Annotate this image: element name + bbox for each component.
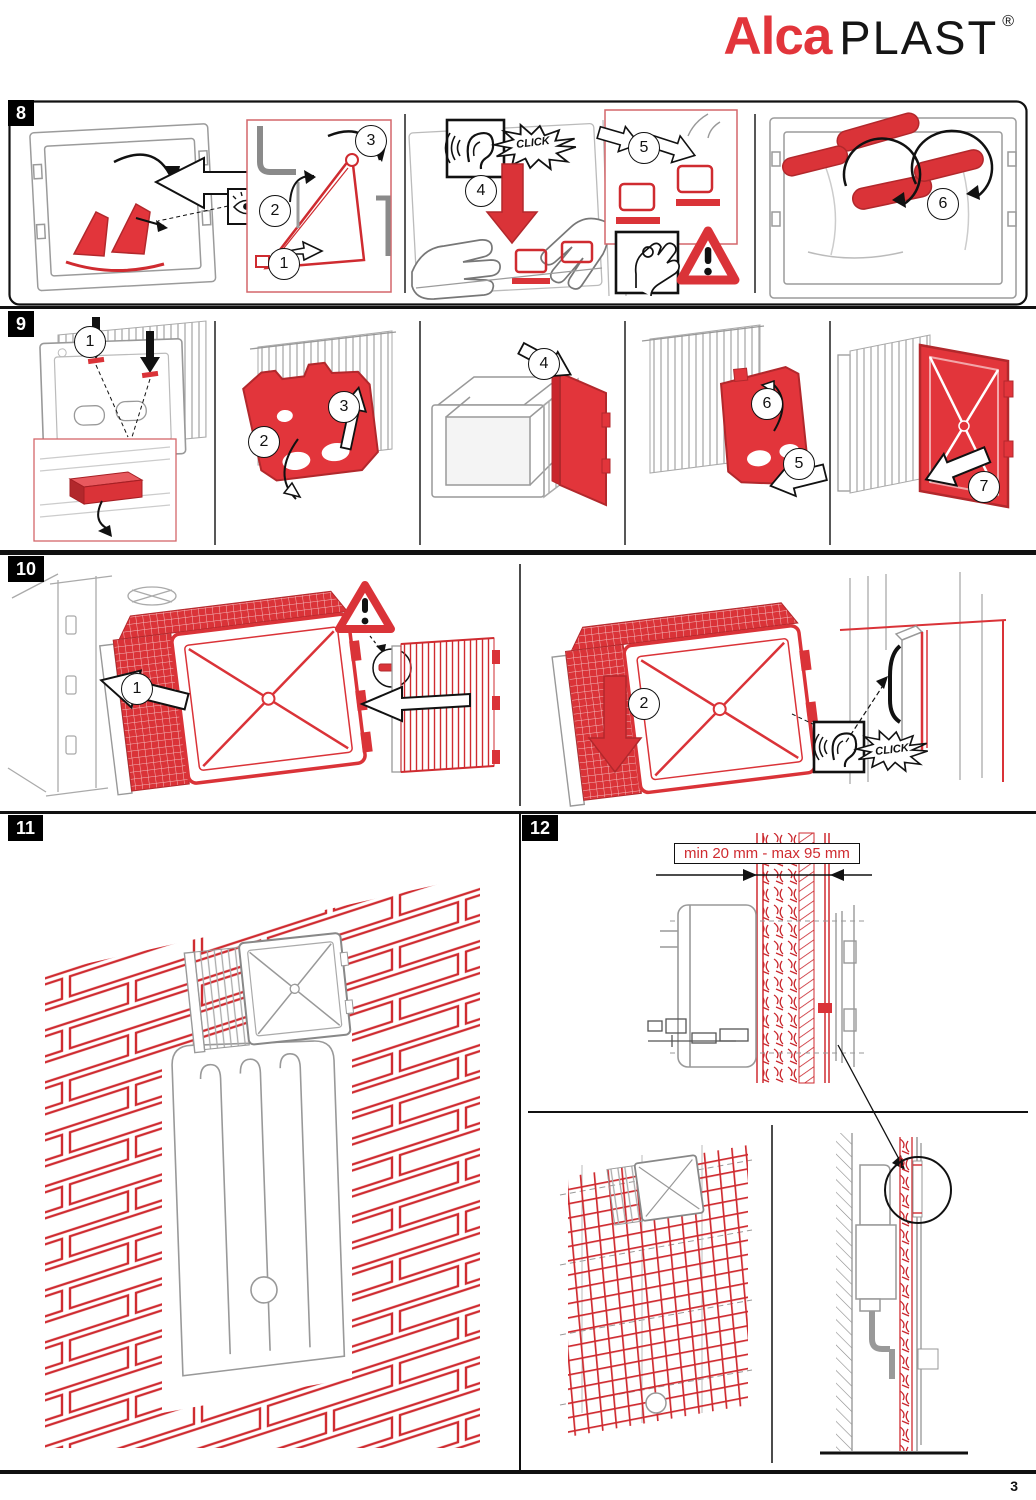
warning-triangle-icon (335, 581, 395, 633)
reinforcement-mesh (568, 1145, 748, 1437)
cistern (171, 1040, 346, 1377)
hand-right (540, 217, 609, 290)
ear-icon (812, 720, 866, 774)
insert-arrow (924, 446, 992, 487)
click-starburst (490, 122, 577, 172)
slide-down-arrow (587, 675, 643, 774)
access-board (888, 625, 928, 760)
clip-detail (596, 113, 721, 224)
step8-illustration (8, 100, 1028, 306)
step10-illustration (7, 564, 1007, 807)
step8-callout-6: 6 (927, 188, 959, 220)
logo-plast: PLAST (839, 11, 999, 64)
divider-rule (0, 811, 1036, 814)
step8-callout-4: 4 (465, 175, 497, 207)
mesh-box (551, 602, 818, 807)
push-left-arrow (359, 685, 471, 723)
step9-callout-2: 2 (248, 426, 280, 458)
warning-triangle-icon (676, 226, 740, 285)
divider-rule (0, 550, 1036, 555)
red-clips (512, 240, 594, 284)
divider-rule (0, 1470, 1036, 1474)
hand-left (411, 239, 501, 300)
plate-removed (551, 368, 611, 507)
flush-box (183, 932, 355, 1054)
step8-label: 8 (8, 100, 35, 126)
logo-alca: Alca (723, 7, 832, 66)
dimension-label: min 20 mm - max 95 mm (674, 843, 860, 864)
detail-circle (884, 1156, 952, 1224)
step8-callout-1: 1 (268, 248, 300, 280)
frame-drawing (29, 123, 217, 292)
step12-label: 12 (522, 815, 559, 841)
finish-layer (899, 1137, 939, 1451)
divider-rule (0, 306, 1036, 309)
flush-arm-detail (255, 152, 391, 270)
pipe-hole (645, 1392, 667, 1414)
flush-box-small (606, 1154, 705, 1226)
clip-bracket (888, 644, 902, 724)
bellows-box (849, 334, 931, 494)
step11-illustration (45, 875, 480, 1448)
step9-callout-6: 6 (751, 388, 783, 420)
step8-callout-3: 3 (355, 125, 387, 157)
step9-callout-7: 7 (968, 471, 1000, 503)
divider-rule (519, 814, 521, 1470)
step8-callout-5: 5 (628, 132, 660, 164)
frame-drawing (769, 117, 1017, 299)
press-down-arrow (485, 163, 539, 245)
box-section (835, 905, 857, 1067)
ok-hand-icon (614, 230, 680, 297)
step9-label: 9 (8, 311, 35, 337)
click-starburst (852, 729, 928, 773)
step9-callout-3: 3 (328, 391, 360, 423)
wall-frame (7, 573, 177, 797)
flush-mechanism-red (65, 202, 168, 273)
registered-mark: ® (1002, 13, 1014, 30)
step10-callout-2: 2 (628, 688, 660, 720)
cistern-profile (855, 1164, 897, 1379)
cistern-section (647, 904, 757, 1068)
step12-illustration (528, 832, 1028, 1463)
ear-icon (444, 118, 506, 179)
masonry-hatch (836, 1133, 852, 1451)
page-number: 3 (1010, 1478, 1018, 1494)
rotation-arrows (842, 129, 994, 206)
step9-callout-4: 4 (528, 348, 560, 380)
protection-plate (242, 361, 379, 482)
step10-callout-1: 1 (121, 673, 153, 705)
red-rods (781, 112, 984, 210)
red-tab-block (68, 471, 144, 505)
step10-label: 10 (8, 556, 45, 582)
step9-callout-1: 1 (74, 326, 106, 358)
step9-callout-5: 5 (783, 448, 815, 480)
step9-illustration (33, 317, 1014, 545)
step8-callout-2: 2 (259, 195, 291, 227)
step11-label: 11 (8, 815, 44, 841)
